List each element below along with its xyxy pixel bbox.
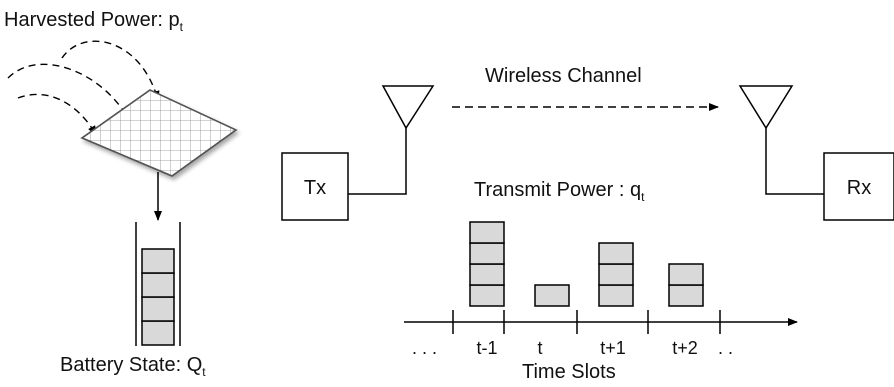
battery <box>135 222 181 346</box>
tx-antenna-feed <box>348 128 407 195</box>
power-block <box>469 242 505 265</box>
power-blocks <box>469 221 704 307</box>
time-slots-label: Time Slots <box>522 361 616 383</box>
left-ellipsis-label: . . . <box>412 338 437 358</box>
transmit-power-label: Transmit Power : qt <box>474 179 645 204</box>
tx-antenna-icon <box>381 85 435 130</box>
rx-box <box>823 152 894 221</box>
rx-antenna-feed <box>765 128 824 195</box>
battery-blocks <box>141 248 175 346</box>
power-block <box>668 263 704 286</box>
rx-label: Rx <box>847 177 871 199</box>
power-block <box>598 263 634 286</box>
power-block <box>534 284 570 307</box>
power-block <box>598 284 634 307</box>
battery-state-label: Battery State: Qt <box>60 354 206 379</box>
battery-block <box>141 320 175 346</box>
battery-block <box>141 248 175 274</box>
tx-label: Tx <box>304 177 326 199</box>
solar-panel-icon <box>80 89 238 177</box>
slot-label: t <box>537 338 542 358</box>
time-axis-ticks <box>452 310 721 334</box>
wireless-channel-label: Wireless Channel <box>485 65 642 87</box>
battery-block <box>141 296 175 322</box>
energy-arrow-3 <box>17 93 97 136</box>
power-block <box>598 242 634 265</box>
power-block <box>469 263 505 286</box>
energy-arrow-2 <box>7 63 129 119</box>
tx-box <box>281 152 349 221</box>
energy-arrow-1 <box>61 40 160 101</box>
slot-label: t-1 <box>476 338 497 358</box>
power-block <box>668 284 704 307</box>
power-block <box>469 221 505 244</box>
slot-label: t+2 <box>672 338 698 358</box>
slot-labels: t-1 t t+1 t+2 <box>476 338 697 358</box>
battery-block <box>141 272 175 298</box>
slot-label: t+1 <box>600 338 626 358</box>
right-ellipsis-label: . . <box>718 338 733 358</box>
power-block <box>469 284 505 307</box>
energy-arrows <box>7 40 160 136</box>
harvested-power-label: Harvested Power: pt <box>4 9 184 34</box>
rx-antenna-icon <box>738 85 794 130</box>
